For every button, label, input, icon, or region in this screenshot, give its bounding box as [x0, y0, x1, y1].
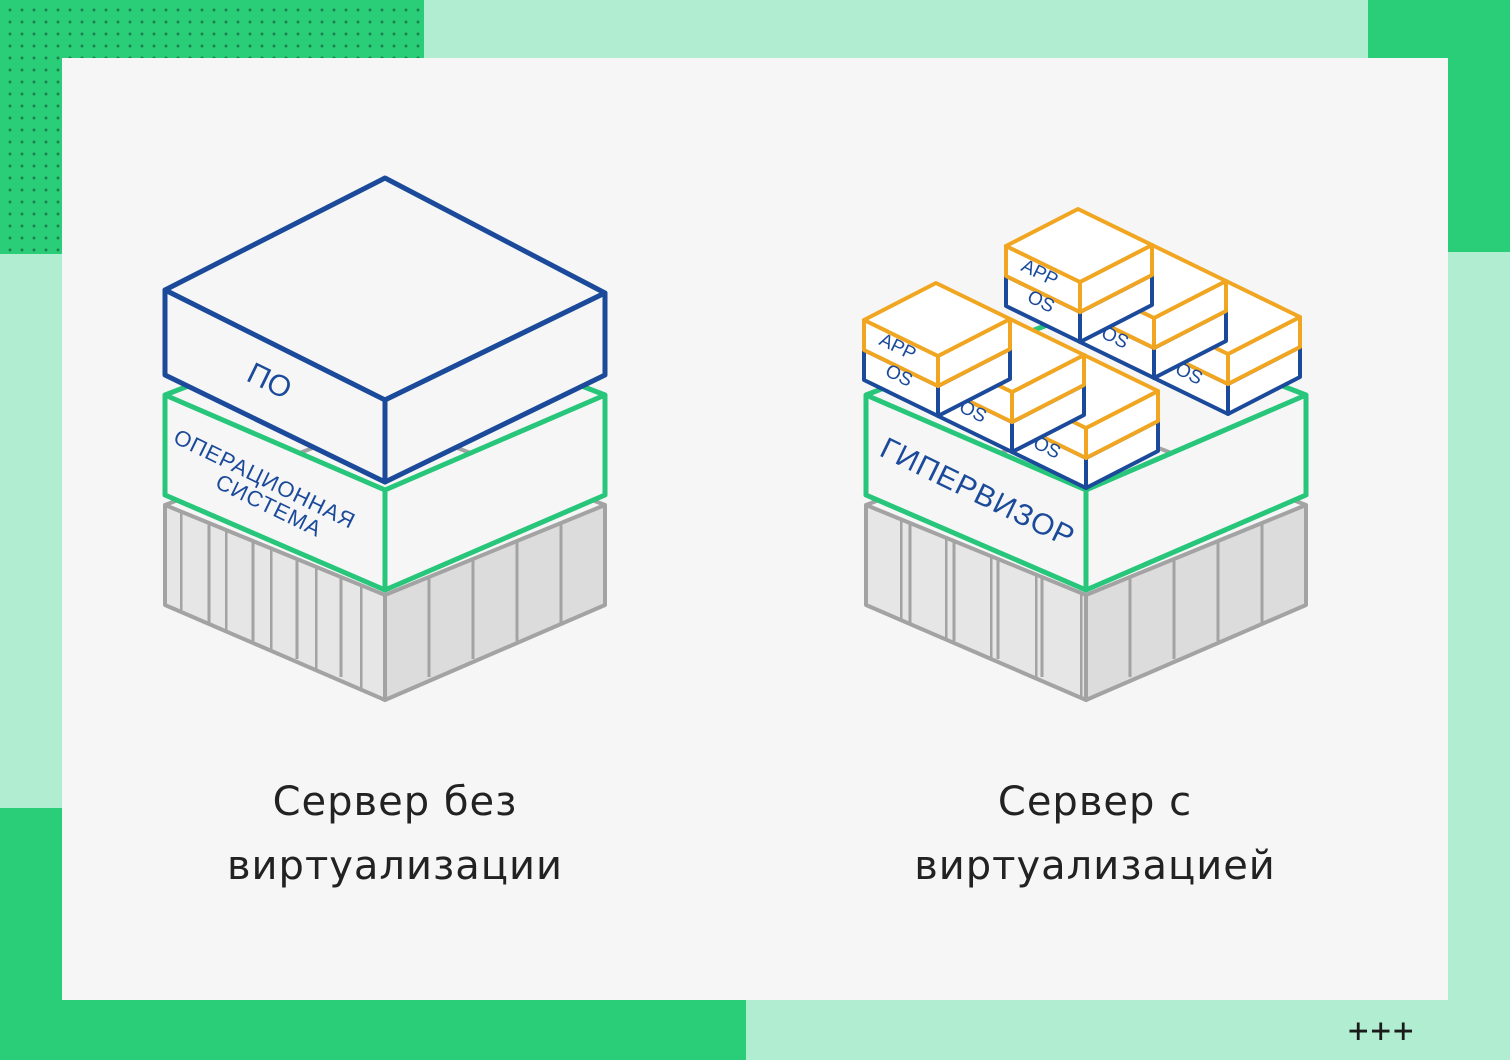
server-hardware-left [163, 418, 607, 702]
caption-no-virtualization: Сервер без виртуализации [150, 770, 640, 898]
caption-with-virtualization-line2: виртуализацией [914, 843, 1276, 889]
vm-app-top-face [862, 281, 1012, 358]
vm-app-top-face [1004, 207, 1154, 284]
virtual-machines: APPOSAPPOSAPPOSAPPOSAPPOSAPPOS [862, 207, 1302, 490]
caption-with-virtualization-line1: Сервер с [997, 779, 1193, 825]
caption-with-virtualization: Сервер с виртуализацией [850, 770, 1340, 898]
plus-marks-decoration: +++ [1348, 1011, 1416, 1051]
software-layer-block [162, 175, 608, 485]
caption-no-virtualization-line2: виртуализации [226, 843, 563, 889]
caption-no-virtualization-line1: Сервер без [272, 779, 518, 825]
